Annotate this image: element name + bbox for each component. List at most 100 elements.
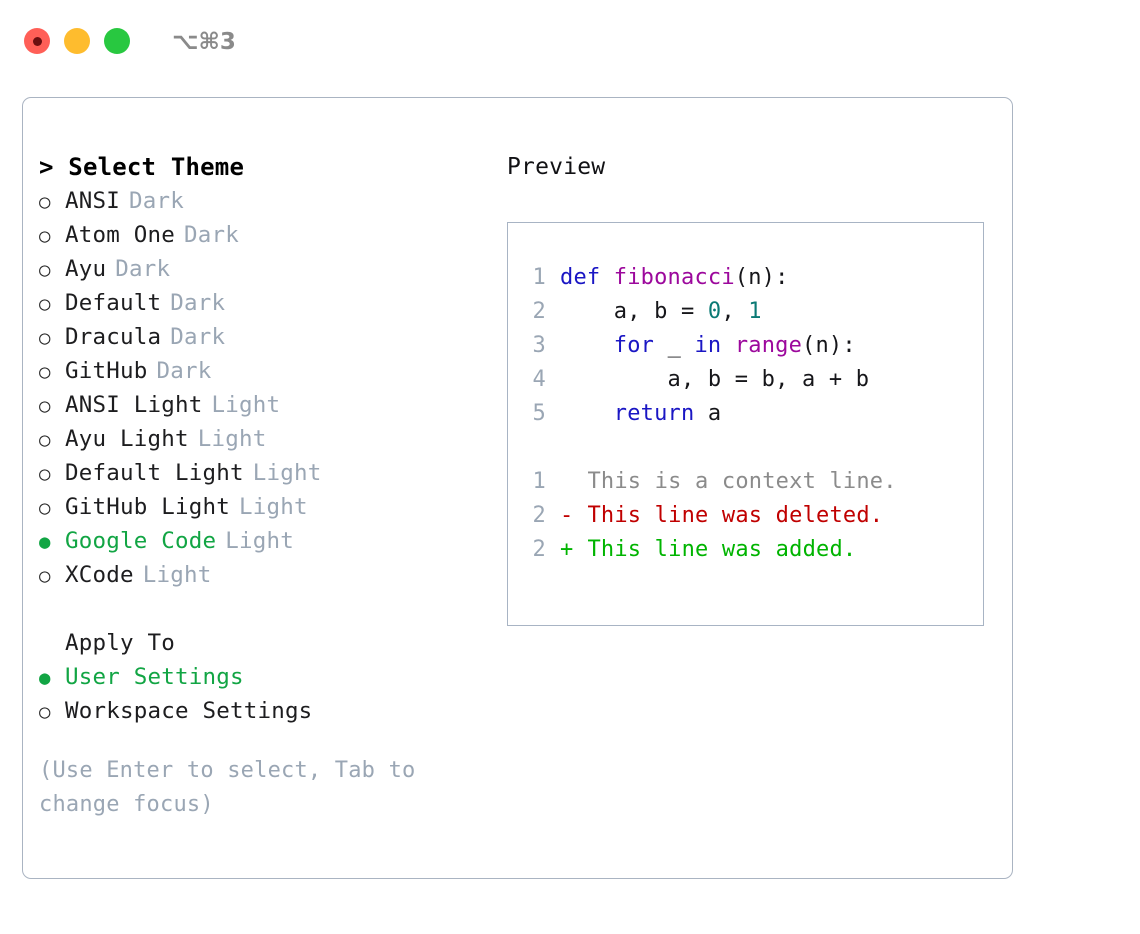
apply-to-option-label: User Settings xyxy=(65,664,244,690)
code-token-num: 0 xyxy=(707,299,722,324)
code-token-num: 1 xyxy=(748,299,762,324)
theme-list-header: > Select Theme xyxy=(39,153,245,181)
radio-unselected-icon: ○ xyxy=(39,327,51,349)
diff-space xyxy=(574,469,587,494)
theme-option-label: ANSI Light xyxy=(65,392,203,418)
code-gutter-space xyxy=(546,499,560,533)
apply-to-option-workspace-settings[interactable]: ○Workspace Settings xyxy=(39,694,489,728)
radio-unselected-icon: ○ xyxy=(39,191,51,213)
code-line: 1 def fibonacci(n): xyxy=(520,261,977,295)
preview-box: 1 def fibonacci(n): 2 a, b = 0, 1 3 for _ … xyxy=(507,222,984,626)
code-token-txt: a, b = xyxy=(560,299,708,324)
theme-variant-badge: Light xyxy=(225,528,294,554)
theme-option-atom-one[interactable]: ○ Atom One Dark xyxy=(39,218,489,252)
theme-option-label: GitHub Light xyxy=(65,494,230,520)
radio-unselected-icon: ○ xyxy=(39,395,51,417)
code-line: 4 a, b = b, a + b xyxy=(520,363,977,397)
preview-title: Preview xyxy=(507,154,606,180)
radio-unselected-icon: ○ xyxy=(39,293,51,315)
keyboard-hint: (Use Enter to select, Tab to change focu… xyxy=(39,758,416,817)
diff-line-del: 2 - This line was deleted. xyxy=(520,499,977,533)
theme-option-ansi[interactable]: ○ ANSI Dark xyxy=(39,184,489,218)
code-token-txt: a, b = b, a + b xyxy=(560,367,870,392)
diff-text: This line was deleted. xyxy=(587,503,884,528)
theme-option-label: XCode xyxy=(65,562,134,588)
radio-selected-icon: ● xyxy=(39,667,51,689)
theme-variant-badge: Light xyxy=(142,562,212,588)
theme-option-github[interactable]: ○ GitHub Dark xyxy=(39,354,489,388)
diff-marker xyxy=(560,465,574,499)
code-token-txt xyxy=(721,333,734,358)
radio-unselected-icon: ○ xyxy=(39,429,51,451)
code-gutter-space xyxy=(546,363,560,397)
radio-unselected-icon: ○ xyxy=(39,361,51,383)
apply-to-option-user-settings[interactable]: ● User Settings xyxy=(39,660,489,694)
code-token-txt: , xyxy=(721,299,749,324)
code-gutter-space xyxy=(546,295,560,329)
theme-option-google-code[interactable]: ● Google Code Light xyxy=(39,524,489,558)
line-number: 4 xyxy=(532,367,546,392)
diff-text: This line was added. xyxy=(587,537,857,562)
radio-unselected-icon: ○ xyxy=(39,701,51,723)
theme-option-label: ANSI xyxy=(65,188,120,214)
theme-option-default-light[interactable]: ○ Default Light Light xyxy=(39,456,489,490)
theme-variant-badge: Dark xyxy=(170,290,226,316)
code-token-kw: for xyxy=(613,333,655,358)
code-token-txt xyxy=(560,333,614,358)
diff-line-ctx: 1 This is a context line. xyxy=(520,465,977,499)
code-token-txt: a xyxy=(694,401,722,426)
line-number: 2 xyxy=(532,299,546,324)
code-token-txt xyxy=(560,401,614,426)
diff-line-add: 2 + This line was added. xyxy=(520,533,977,567)
preview-column: Preview 1 def fibonacci(n): 2 a, b = 0, 1… xyxy=(507,150,987,626)
theme-option-label: Dracula xyxy=(65,324,162,350)
code-line: 5 return a xyxy=(520,397,977,431)
theme-option-label: GitHub xyxy=(65,358,148,384)
line-number: 3 xyxy=(532,333,546,358)
theme-option-label: Ayu xyxy=(65,256,107,282)
theme-option-label: Default Light xyxy=(65,460,244,486)
theme-variant-badge: Dark xyxy=(156,358,212,384)
minimize-button[interactable] xyxy=(64,28,90,54)
code-line: 3 for _ in range(n): xyxy=(520,329,977,363)
radio-unselected-icon: ○ xyxy=(39,225,51,247)
window-shortcut-label: ⌥⌘3 xyxy=(172,29,236,55)
theme-variant-badge: Light xyxy=(252,460,322,486)
radio-unselected-icon: ○ xyxy=(39,497,51,519)
theme-option-dracula[interactable]: ○ Dracula Dark xyxy=(39,320,489,354)
list-spacer xyxy=(39,592,489,626)
maximize-button[interactable] xyxy=(104,28,130,54)
line-number: 1 xyxy=(532,265,546,290)
title-bar: ⌥⌘3 xyxy=(6,6,1134,80)
code-gutter-space xyxy=(546,397,560,431)
theme-variant-badge: Dark xyxy=(170,324,226,350)
theme-variant-badge: Dark xyxy=(129,188,184,214)
code-token-txt: (n): xyxy=(734,265,789,290)
apply-to-title: Apply To xyxy=(65,630,175,656)
diff-space xyxy=(574,503,587,528)
theme-option-label: Ayu Light xyxy=(65,426,189,452)
close-button[interactable] xyxy=(24,28,50,54)
theme-option-label: Atom One xyxy=(65,222,175,248)
code-gutter-space xyxy=(546,465,560,499)
radio-selected-icon: ● xyxy=(39,531,51,553)
radio-unselected-icon: ○ xyxy=(39,463,51,485)
line-number: 5 xyxy=(532,401,546,426)
theme-variant-badge: Dark xyxy=(115,256,171,282)
theme-variant-badge: Dark xyxy=(183,222,239,248)
code-blank-line xyxy=(520,431,977,465)
diff-marker: - xyxy=(560,503,574,528)
diff-text: This is a context line. xyxy=(587,469,897,494)
window-controls xyxy=(24,28,130,54)
code-gutter-space xyxy=(546,261,560,295)
theme-option-label: Google Code xyxy=(65,528,217,554)
